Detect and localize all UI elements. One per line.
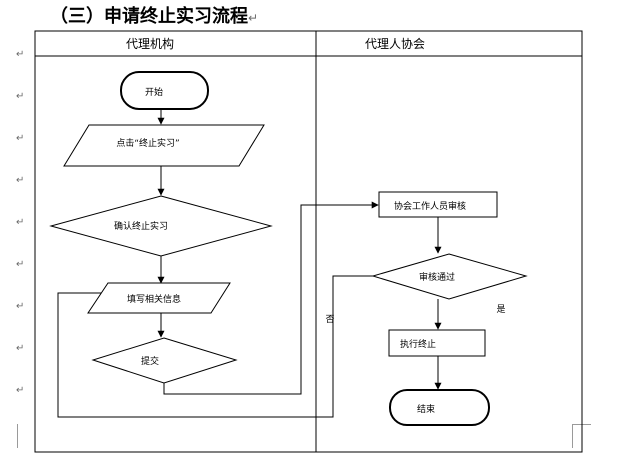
lane-header-agency: 代理机构: [126, 36, 174, 51]
lane-header-association: 代理人协会: [365, 36, 425, 51]
node-execute-terminate: [388, 329, 486, 357]
node-end-label: 结束: [417, 403, 435, 415]
paragraph-mark: ↵: [16, 217, 25, 228]
paragraph-mark: ↵: [16, 91, 25, 102]
node-staff-review-label: 协会工作人员审核: [394, 200, 466, 212]
node-submit-label: 提交: [141, 355, 159, 367]
edge-label-yes: 是: [496, 304, 505, 315]
node-confirm-terminate: [49, 195, 273, 257]
paragraph-mark: ↵: [16, 343, 25, 354]
page-corner-mark: [5, 424, 18, 448]
node-staff-review: [378, 191, 498, 218]
node-click-terminate: [63, 124, 265, 167]
arrow-submit-to-review: [163, 201, 379, 395]
arrow-decision-no: [57, 275, 373, 418]
paragraph-mark: ↵: [16, 259, 25, 270]
paragraph-mark: ↵: [16, 385, 25, 396]
paragraph-marks: ↵ ↵ ↵ ↵ ↵ ↵ ↵ ↵ ↵: [16, 49, 24, 427]
paragraph-mark: ↵: [16, 133, 25, 144]
node-review-decision: [371, 253, 528, 300]
paragraph-mark: ↵: [16, 301, 25, 312]
connectors: [57, 109, 442, 418]
section-heading: （三）申请终止实习流程↵: [50, 6, 259, 27]
node-confirm-terminate-label: 确认终止实习: [114, 220, 168, 232]
node-start: [120, 71, 209, 110]
node-fill-info: [87, 282, 231, 314]
swimlane-table: [34, 30, 583, 453]
node-end: [389, 389, 490, 426]
node-review-decision-label: 审核通过: [419, 271, 455, 283]
edge-label-no: 否: [325, 314, 334, 325]
paragraph-mark: ↵: [248, 11, 259, 25]
node-submit: [91, 337, 238, 384]
node-execute-terminate-label: 执行终止: [400, 338, 436, 350]
node-fill-info-label: 填写相关信息: [127, 293, 181, 305]
node-click-terminate-label: 点击“终止实习”: [116, 137, 179, 149]
node-start-label: 开始: [145, 86, 163, 98]
paragraph-mark: ↵: [16, 49, 25, 60]
paragraph-mark: ↵: [16, 175, 25, 186]
